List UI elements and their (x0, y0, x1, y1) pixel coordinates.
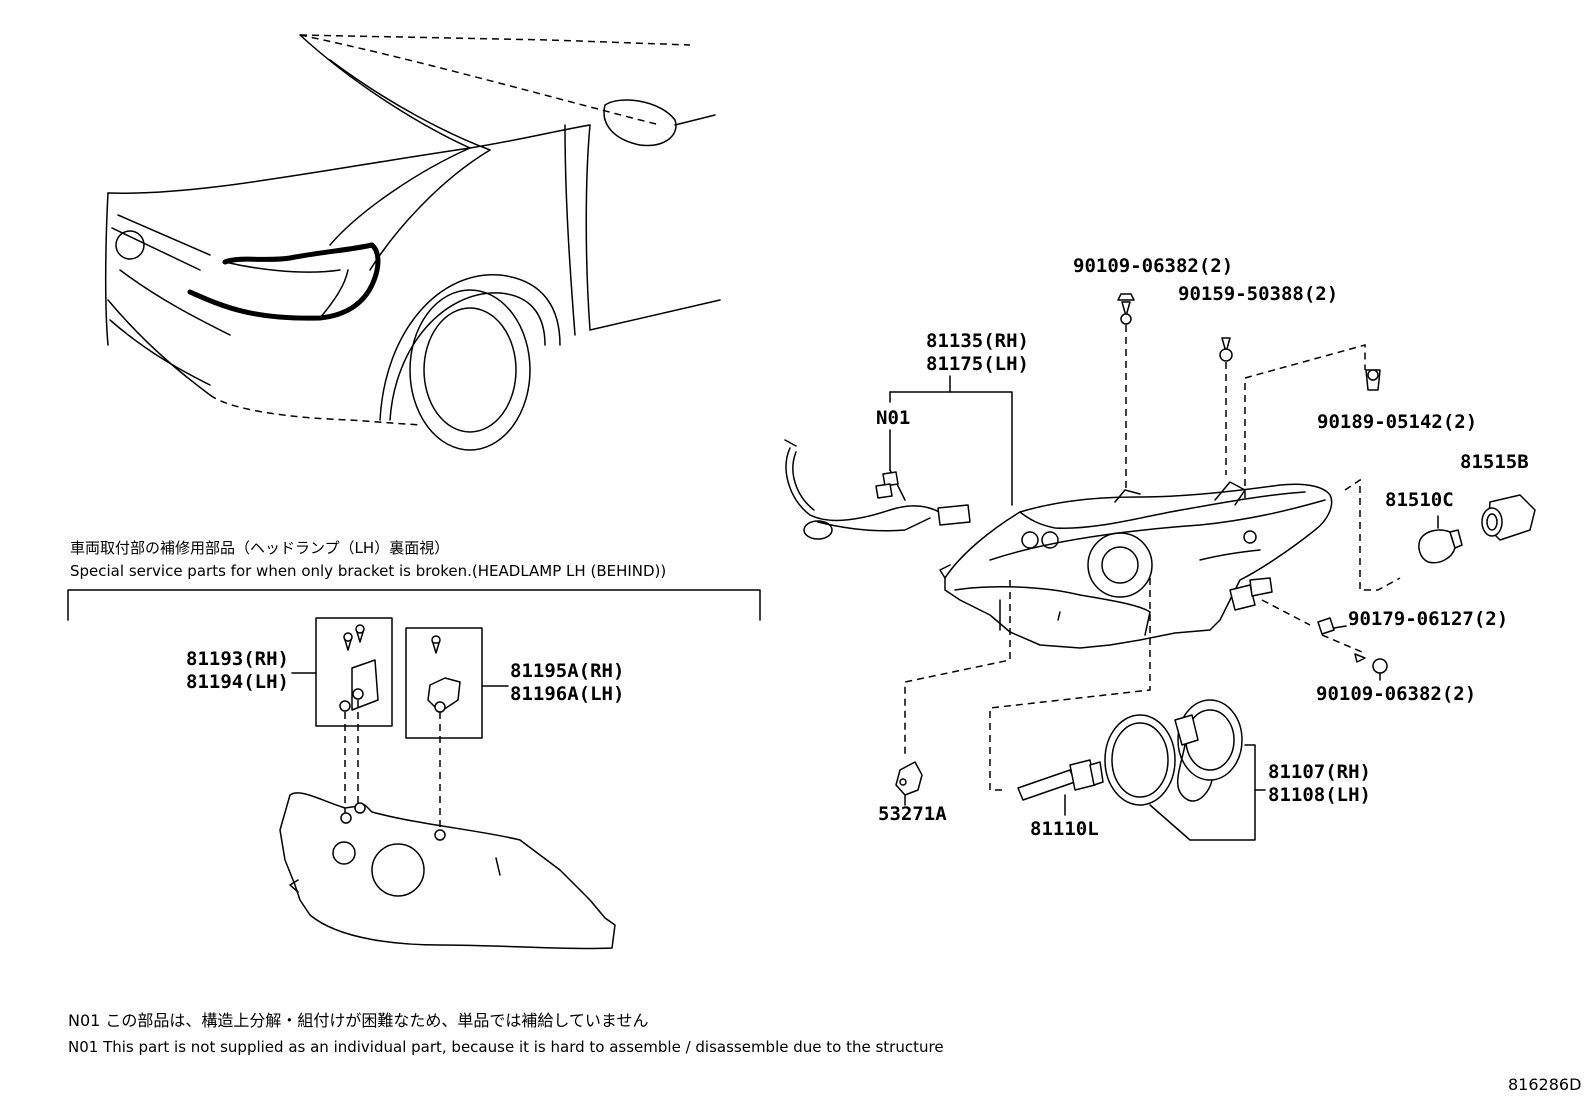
headlamp-assembly: 90109-06382(2) 90159-50388(2) 90189-0514… (784, 255, 1536, 841)
bracket-81193-box (315, 617, 393, 727)
bracket-81193-icon (339, 624, 379, 712)
notes-section: N01 この部品は、構造上分解・組付けが困難なため、単品では補給していません N… (68, 1011, 944, 1056)
bulb-81110l (1017, 759, 1104, 801)
part-label-81108[interactable]: 81108(LH) (1268, 784, 1371, 806)
part-label-81135[interactable]: 81135(RH) (926, 330, 1029, 352)
bracket-81195a-icon (427, 635, 461, 713)
part-label-n01[interactable]: N01 (876, 407, 910, 429)
bracket-81195a-box (405, 627, 483, 739)
bolt-90109-top (1117, 293, 1135, 325)
part-label-81193[interactable]: 81193(RH) (186, 648, 289, 670)
vehicle-overview-illustration (104, 34, 721, 451)
part-label-81110l[interactable]: 81110L (1030, 818, 1099, 840)
part-label-81107[interactable]: 81107(RH) (1268, 761, 1371, 783)
service-parts-bracket-line (67, 589, 761, 621)
wire-harness-n01 (784, 439, 971, 540)
part-label-90109-top[interactable]: 90109-06382(2) (1073, 255, 1233, 277)
service-parts-title-jp: 車両取付部の補修用部品（ヘッドランプ（LH）裏面視） (70, 539, 449, 557)
part-label-81510c[interactable]: 81510C (1385, 489, 1454, 511)
part-label-90159[interactable]: 90159-50388(2) (1178, 283, 1338, 305)
bolt-90109-side (1354, 653, 1388, 674)
clip-90189 (1365, 369, 1381, 391)
part-label-81195a[interactable]: 81195A(RH) (510, 660, 624, 682)
service-parts-title-en: Special service parts for when only brac… (70, 562, 666, 580)
part-label-81196a[interactable]: 81196A(LH) (510, 683, 624, 705)
part-label-53271a[interactable]: 53271A (878, 803, 947, 825)
part-label-81194[interactable]: 81194(LH) (186, 671, 289, 693)
part-label-81515b[interactable]: 81515B (1460, 451, 1529, 473)
part-label-90179[interactable]: 90179-06127(2) (1348, 608, 1508, 630)
screw-90159 (1219, 337, 1233, 362)
nut-90179 (1317, 617, 1335, 635)
headlamp-body (939, 481, 1333, 649)
illustration-id: 816286D (1508, 1075, 1581, 1094)
part-label-90109-side[interactable]: 90109-06382(2) (1316, 683, 1476, 705)
headlamp-back-view (279, 792, 616, 950)
bulb-81510c (1418, 529, 1463, 564)
part-label-81175[interactable]: 81175(LH) (926, 353, 1029, 375)
bulb-81515b (1481, 494, 1536, 541)
dust-cover-81107 (1104, 699, 1243, 806)
clip-53271a (895, 761, 923, 796)
note-n01-en: N01 This part is not supplied as an indi… (68, 1038, 944, 1056)
part-label-90189[interactable]: 90189-05142(2) (1317, 411, 1477, 433)
note-n01-jp: N01 この部品は、構造上分解・組付けが困難なため、単品では補給していません (68, 1011, 648, 1030)
service-parts-section: 車両取付部の補修用部品（ヘッドランプ（LH）裏面視） Special servi… (67, 539, 761, 950)
